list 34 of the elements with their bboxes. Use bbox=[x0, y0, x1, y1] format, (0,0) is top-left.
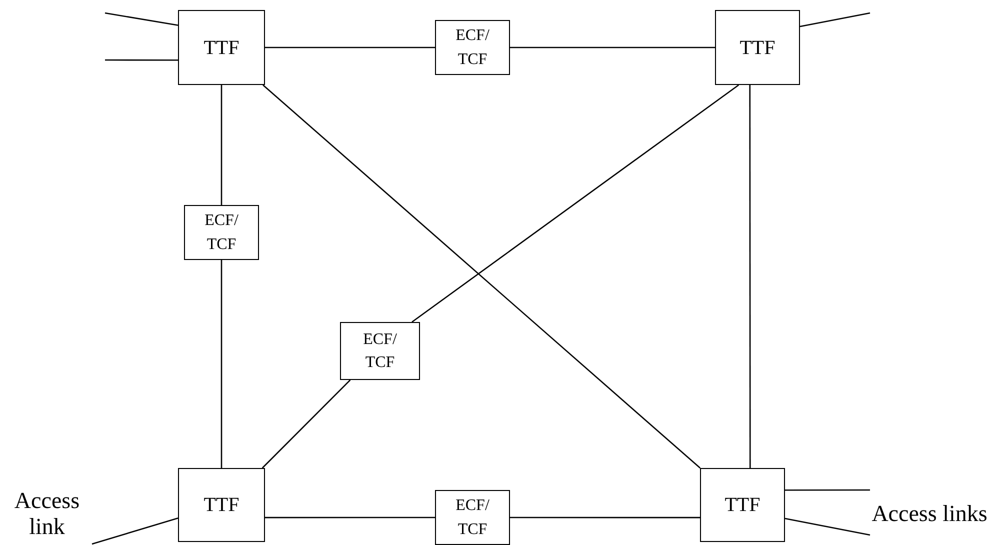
connector-line bbox=[262, 380, 351, 468]
connector-line bbox=[510, 516, 700, 518]
connector-line bbox=[105, 59, 178, 61]
process-box bbox=[178, 468, 265, 542]
connector-line bbox=[785, 489, 870, 491]
box-label: TTF bbox=[740, 36, 776, 60]
process-box bbox=[184, 205, 259, 260]
node-text: Access link bbox=[2, 484, 92, 544]
node-text: Access links bbox=[870, 484, 989, 544]
box-label: TTF bbox=[204, 36, 240, 60]
box-label: ECF/ TCF bbox=[204, 211, 240, 254]
connector-line bbox=[412, 84, 740, 323]
box-label: ECF/ TCF bbox=[362, 330, 398, 373]
connector-line bbox=[92, 517, 178, 545]
process-box bbox=[340, 322, 420, 380]
connector-line bbox=[265, 516, 435, 518]
connector-line bbox=[265, 46, 435, 48]
process-box bbox=[700, 468, 785, 542]
process-box bbox=[178, 10, 265, 85]
box-label: ECF/ TCF bbox=[454, 496, 490, 540]
connector-line bbox=[104, 12, 178, 26]
process-box bbox=[435, 490, 510, 545]
connector-line bbox=[220, 260, 222, 468]
connector-line bbox=[262, 84, 701, 468]
connector-line bbox=[749, 85, 751, 468]
connector-line bbox=[784, 518, 870, 536]
connector-line bbox=[510, 46, 715, 48]
process-box bbox=[435, 20, 510, 75]
box-label: TTF bbox=[204, 493, 240, 517]
connector-line bbox=[800, 12, 870, 28]
box-label: ECF/ TCF bbox=[454, 26, 490, 70]
connector-line bbox=[220, 85, 222, 205]
box-label: TTF bbox=[724, 493, 760, 517]
process-box bbox=[715, 10, 800, 85]
